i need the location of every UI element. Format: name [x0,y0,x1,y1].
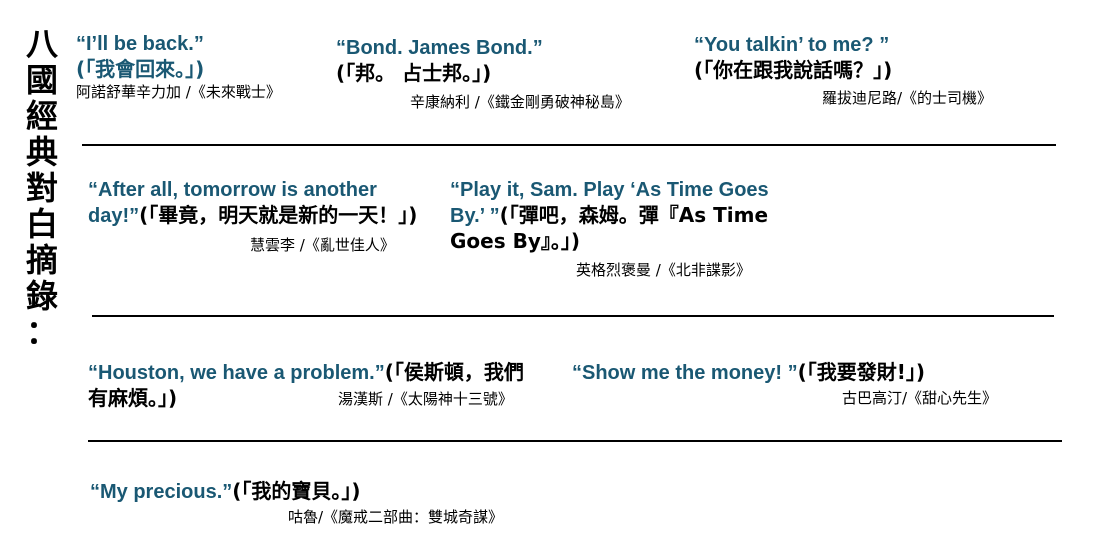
quote-english: “You talkin’ to me? ” [694,34,890,56]
quote-chinese: (「我的寶貝。」) [232,479,361,503]
quote-block: “Play it, Sam. Play ‘As Time Goes By.’ ”… [450,178,790,280]
title-char: 經 [25,97,58,135]
quote-block: “Bond. James Bond.” (「邦。 占士邦。」) 辛康納利 /《鐵… [336,36,656,112]
quote-block: “Houston, we have a problem.”(「侯斯頓，我們有麻煩… [88,360,688,411]
quote-block: “I’ll be back.” (「我會回來。」) 阿諾舒華辛力加 /《未來戰士… [76,32,326,102]
quote-english: “Show me the money! ” [572,362,798,384]
quote-attribution: 古巴高汀/《甜心先生》 [842,389,998,407]
quote-attribution: 阿諾舒華辛力加 /《未來戰士》 [76,83,281,101]
quote-block: “Show me the money! ”(「我要發財!」) 古巴高汀/《甜心先… [572,360,1032,408]
quote-text: “Show me the money! ”(「我要發財!」) [572,360,1032,386]
vertical-title: 八 國 經 典 對 白 摘 錄 ： [22,26,62,350]
title-char: 錄 [25,277,58,315]
quote-block: “After all, tomorrow is another day!”(「畢… [88,178,428,255]
quote-attribution: 慧雲李 /《亂世佳人》 [250,236,395,254]
quote-text: “After all, tomorrow is another day!”(「畢… [88,178,418,229]
title-char: 典 [25,133,58,171]
quote-english: “Houston, we have a problem.” [88,362,385,384]
divider-line [82,144,1056,146]
quote-attribution: 英格烈褒曼 /《北非諜影》 [576,261,751,279]
quote-attribution: 咕魯/《魔戒二部曲：雙城奇謀》 [288,508,504,526]
quote-chinese: (「我要發財!」) [797,360,925,384]
title-char: 八 [25,25,58,63]
title-char: ： [25,313,58,351]
quote-english: “My precious.” [90,481,233,503]
quote-attribution: 羅拔迪尼路/《的士司機》 [822,89,993,107]
quote-block: “My precious.”(「我的寶貝。」) 咕魯/《魔戒二部曲：雙城奇謀》 [90,479,590,527]
title-char: 對 [25,169,58,207]
divider-line [88,440,1062,442]
title-char: 國 [25,61,58,99]
quote-attribution: 湯漢斯 /《太陽神十三號》 [338,390,513,408]
quote-english: “After all, tomorrow is another day!” [88,179,377,227]
quote-english: “I’ll be back.” [76,33,204,55]
quote-english: “Play it, Sam. Play ‘As Time Goes By.’ ” [450,179,769,227]
title-char: 摘 [25,241,58,279]
quote-text: “Play it, Sam. Play ‘As Time Goes By.’ ”… [450,178,780,254]
quote-text: “My precious.”(「我的寶貝。」) [90,479,590,505]
quote-attribution: 辛康納利 /《鐵金剛勇破神秘島》 [410,93,630,111]
title-char: 白 [25,205,58,243]
divider-line [92,315,1054,317]
quote-english: “Bond. James Bond.” [336,37,543,59]
quote-chinese: (「彈吧，森姆。彈『As Time Goes By』。」) [450,203,769,253]
quote-text: “Houston, we have a problem.”(「侯斯頓，我們有麻煩… [88,360,528,411]
quote-chinese: (「我會回來。」) [76,57,205,81]
quote-chinese: (「你在跟我說話嗎？」) [694,58,893,82]
quote-chinese: (「侯斯頓，我們有麻煩。」) [88,360,524,410]
quote-chinese: (「畢竟，明天就是新的一天！」) [139,203,418,227]
quote-block: “You talkin’ to me? ” (「你在跟我說話嗎？」) 羅拔迪尼路… [694,33,1034,108]
quote-chinese: (「邦。 占士邦。」) [336,61,492,85]
